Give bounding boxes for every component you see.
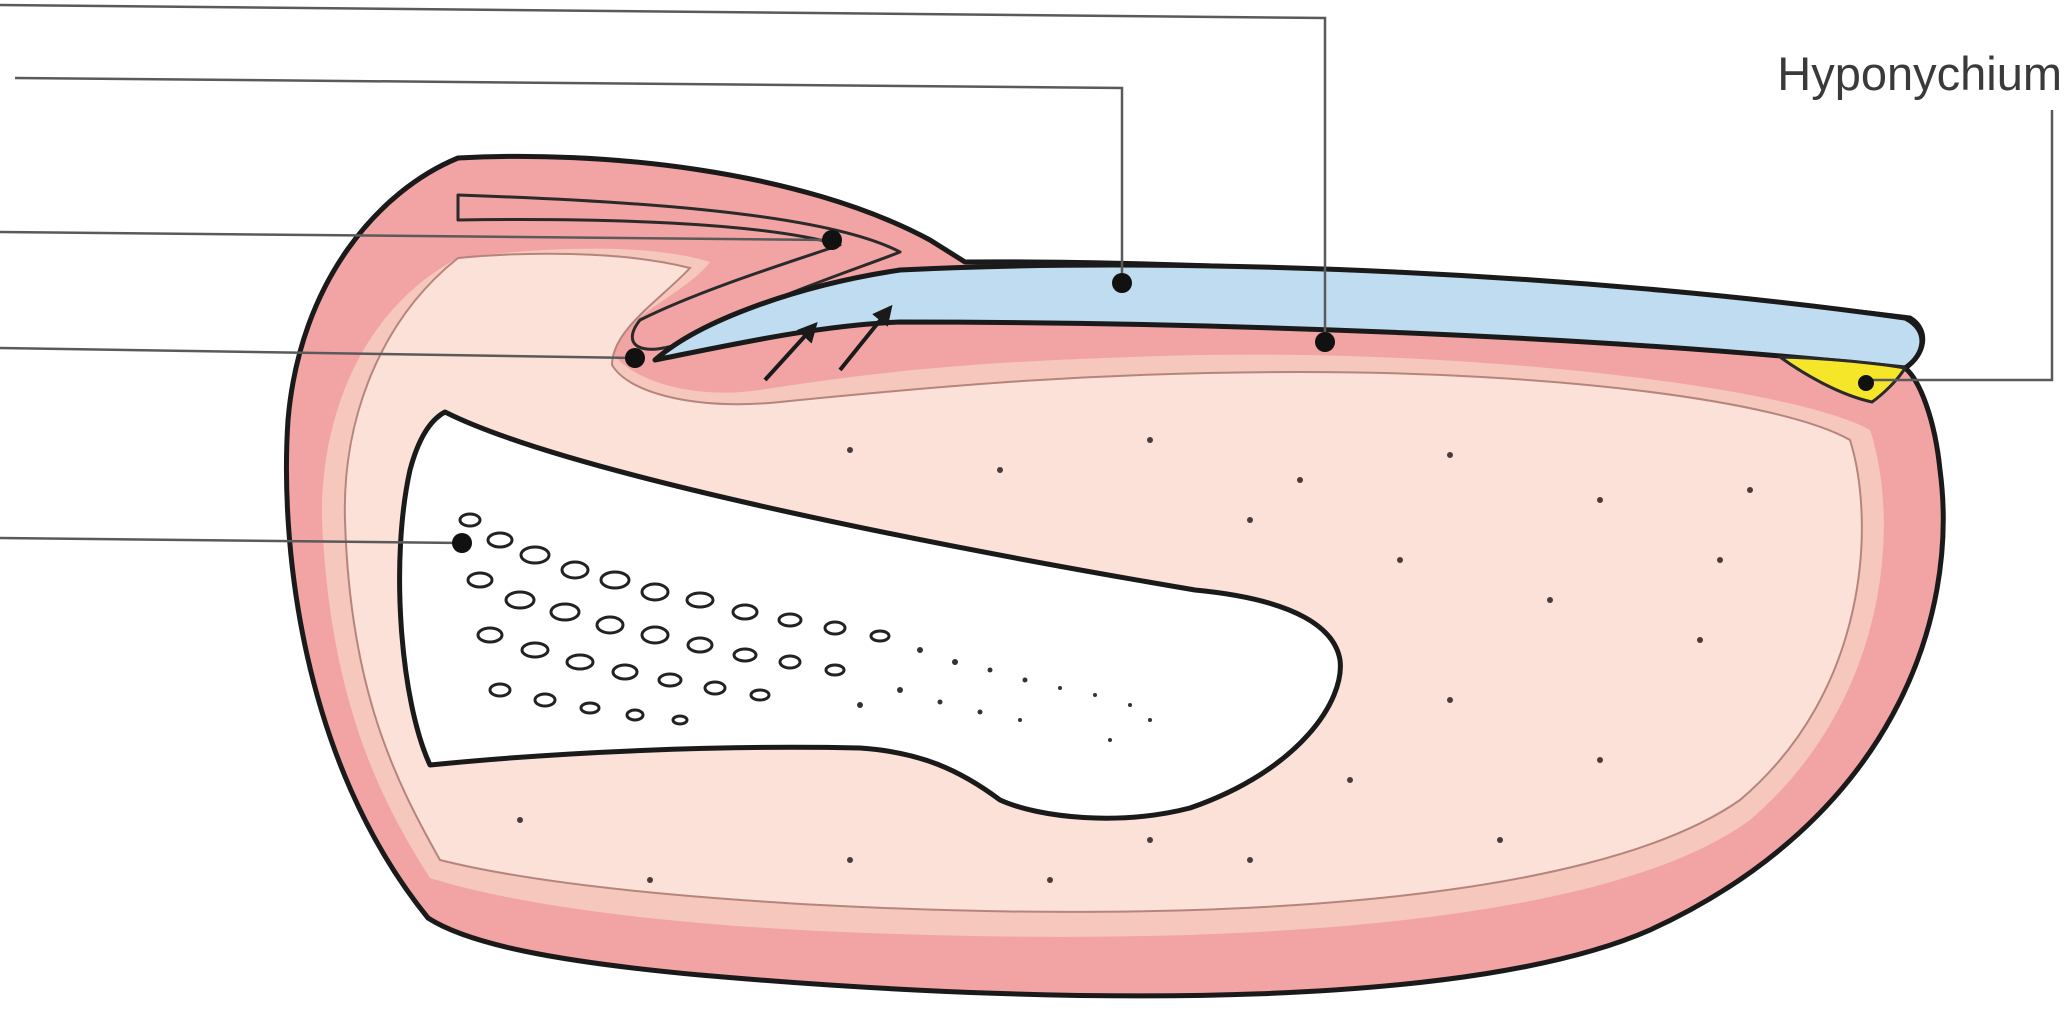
hyponychium-region	[1778, 355, 1907, 404]
trabecular-pattern	[458, 512, 891, 726]
distal-phalanx-bone	[397, 409, 1343, 821]
marker-dot	[1112, 273, 1132, 293]
growth-arrow	[763, 322, 818, 382]
pulp-stipple	[517, 437, 1753, 883]
marker-dot	[625, 348, 645, 368]
marker-dot	[822, 230, 842, 250]
leader-line	[0, 346, 636, 360]
marker-dot	[1315, 332, 1335, 352]
leader-line	[14, 76, 1124, 283]
hyponychium-label: Hyponychium	[1777, 47, 2062, 100]
growth-arrow	[838, 304, 893, 372]
nail-plate	[652, 262, 1925, 371]
marker-dot	[452, 533, 472, 553]
leader-line	[0, 3, 1327, 342]
leader-line	[0, 536, 463, 545]
leader-line	[1872, 110, 2054, 382]
marker-dot	[1858, 375, 1874, 391]
bone-stipple	[857, 647, 1152, 742]
leader-line	[0, 230, 833, 242]
proximal-nail-fold	[456, 193, 902, 351]
